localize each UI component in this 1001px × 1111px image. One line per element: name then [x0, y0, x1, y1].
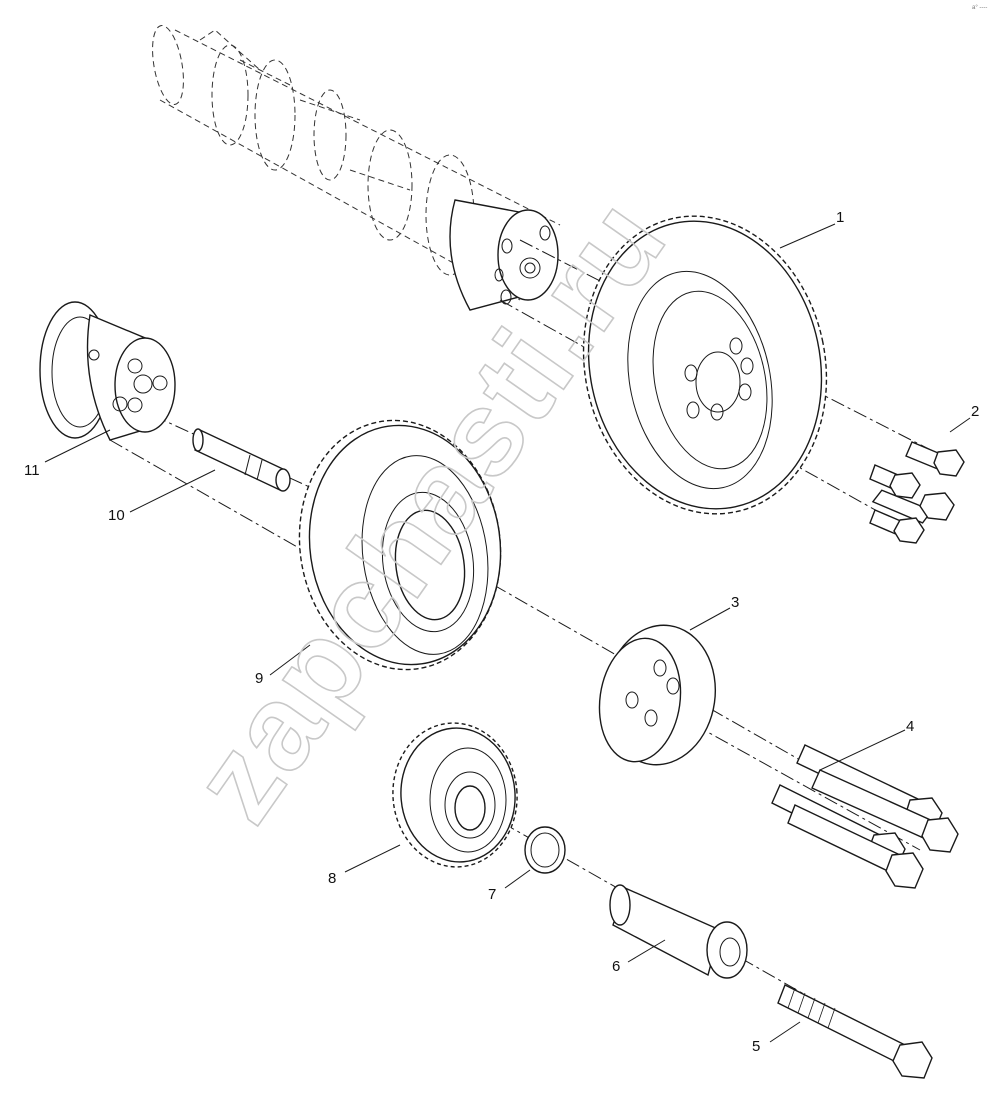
- callout-11: 11: [24, 462, 40, 479]
- callout-9: 9: [255, 670, 263, 687]
- callout-labels: 1 2 3 4 5 6 7 8 9 10 11: [24, 209, 979, 1055]
- hub-part-11: [39, 301, 176, 441]
- flange-part-3: [598, 624, 717, 766]
- callout-3: 3: [731, 594, 739, 611]
- long-bolt-4d: [787, 804, 924, 889]
- callout-2: 2: [971, 403, 979, 420]
- callout-1: 1: [836, 209, 844, 226]
- o-ring-part-7: [524, 826, 566, 874]
- callout-4: 4: [906, 718, 914, 735]
- long-bolt-4b: [811, 769, 959, 853]
- idler-gear-part-9: [298, 419, 502, 671]
- small-gear-part-8: [392, 722, 518, 868]
- shaft-pin-part-10: [192, 428, 291, 492]
- sleeve-part-6: [609, 884, 748, 979]
- bolts-part-2: [869, 441, 965, 544]
- corner-mark: a° ----: [972, 5, 987, 11]
- bolt-2b: [869, 464, 921, 499]
- leader-lines: [44, 223, 971, 1043]
- callout-8: 8: [328, 870, 336, 887]
- camshaft-gear-part-1: [582, 215, 828, 515]
- bolt-2d: [869, 509, 925, 544]
- bolt-2a: [905, 441, 965, 477]
- camshaft-end-hub: [449, 199, 559, 311]
- callout-7: 7: [488, 886, 496, 903]
- long-bolts-part-4: [771, 744, 959, 889]
- callout-10: 10: [108, 507, 125, 524]
- callout-5: 5: [752, 1038, 760, 1055]
- callout-6: 6: [612, 958, 620, 975]
- bolt-2c: [871, 489, 955, 524]
- bolt-part-5: [777, 984, 933, 1079]
